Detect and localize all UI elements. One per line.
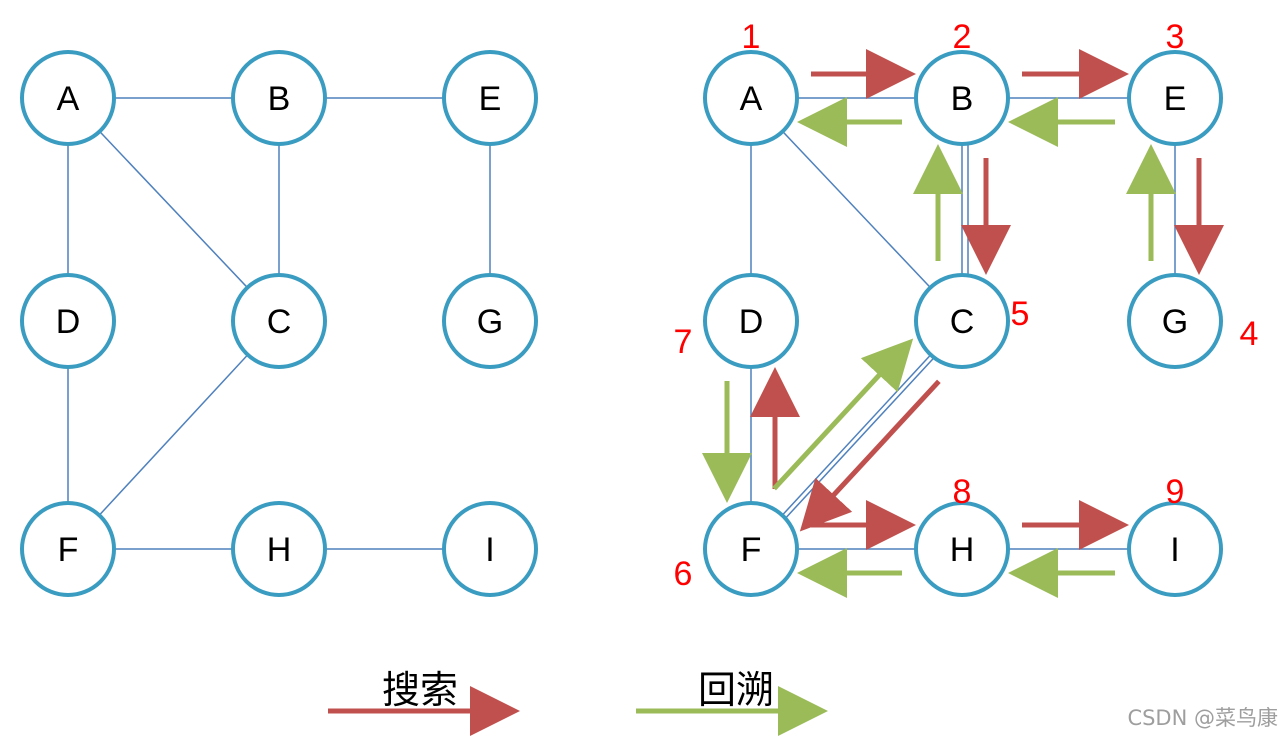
right-node-circle	[914, 50, 1010, 146]
right-node-label: D	[739, 303, 764, 341]
left-node-circle	[231, 50, 327, 146]
right-node-label: A	[740, 80, 763, 118]
visit-order-c: 5	[1011, 295, 1030, 333]
right-node-label: G	[1162, 303, 1188, 341]
right-node-b: B	[914, 50, 1010, 146]
left-node-label: B	[268, 80, 291, 118]
legend-search-label: 搜索	[382, 668, 458, 712]
right-nodes: A B E D C G F H I	[703, 50, 1223, 597]
left-node-b: B	[231, 50, 327, 146]
visit-order-a: 1	[742, 18, 761, 56]
right-node-label: C	[950, 303, 975, 341]
right-node-label: E	[1164, 80, 1187, 118]
right-node-c: C	[914, 273, 1010, 369]
legend: 搜索 回溯	[328, 668, 828, 736]
right-edge-A-C	[750, 97, 963, 322]
right-node-label: I	[1170, 531, 1179, 569]
left-node-circle	[20, 501, 116, 597]
left-node-i: I	[442, 501, 538, 597]
right-node-a: A	[703, 50, 799, 146]
left-node-circle	[442, 50, 538, 146]
visit-order-f: 6	[674, 555, 693, 593]
left-edge-C-F	[67, 320, 280, 550]
right-node-circle	[703, 50, 799, 146]
left-nodes: A B E D C G F H I	[20, 50, 538, 597]
right-node-d: D	[703, 273, 799, 369]
left-node-label: F	[58, 531, 79, 569]
left-node-g: G	[442, 273, 538, 369]
visit-order-labels: 1 2 3 4 5 6 7 8 9	[674, 18, 1259, 593]
right-node-f: F	[703, 501, 799, 597]
legend-backtrack-label: 回溯	[698, 668, 774, 712]
traversal-arrows	[702, 49, 1224, 598]
watermark: CSDN @菜鸟康	[1127, 706, 1278, 730]
left-node-circle	[231, 273, 327, 369]
left-node-circle	[231, 501, 327, 597]
left-node-a: A	[20, 50, 116, 146]
right-node-circle	[914, 273, 1010, 369]
right-edge-C-F	[750, 320, 963, 550]
left-node-label: D	[56, 303, 81, 341]
left-node-circle	[20, 50, 116, 146]
right-node-h: H	[914, 501, 1010, 597]
left-node-h: H	[231, 501, 327, 597]
backtrack-arrow-F-C	[772, 338, 914, 491]
left-node-c: C	[231, 273, 327, 369]
right-node-e: E	[1127, 50, 1223, 146]
visit-order-g: 4	[1240, 315, 1259, 353]
left-edge-A-C	[67, 97, 280, 322]
left-node-f: F	[20, 501, 116, 597]
right-node-circle	[1127, 273, 1223, 369]
right-node-circle	[1127, 50, 1223, 146]
right-node-g: G	[1127, 273, 1223, 369]
left-graph: A B E D C G F H I	[20, 50, 538, 597]
left-node-label: C	[267, 303, 292, 341]
left-node-circle	[442, 501, 538, 597]
right-node-circle	[703, 501, 799, 597]
visit-order-h: 8	[953, 473, 972, 511]
left-node-label: A	[57, 80, 80, 118]
visit-order-e: 3	[1166, 18, 1185, 56]
left-node-e: E	[442, 50, 538, 146]
left-node-d: D	[20, 273, 116, 369]
visit-order-b: 2	[953, 18, 972, 56]
left-node-circle	[442, 273, 538, 369]
right-node-label: F	[741, 531, 762, 569]
right-node-circle	[703, 273, 799, 369]
right-graph: A B E D C G F H I 1 2 3 4 5 6 7 8 9	[674, 18, 1259, 598]
right-node-label: B	[951, 80, 974, 118]
left-node-label: G	[477, 303, 503, 341]
right-node-circle	[914, 501, 1010, 597]
left-node-label: E	[479, 80, 502, 118]
left-node-label: I	[485, 531, 494, 569]
right-node-label: H	[950, 531, 975, 569]
right-node-i: I	[1127, 501, 1223, 597]
visit-order-i: 9	[1166, 473, 1185, 511]
right-node-circle	[1127, 501, 1223, 597]
left-node-circle	[20, 273, 116, 369]
left-node-label: H	[267, 531, 292, 569]
visit-order-d: 7	[674, 323, 693, 361]
search-arrow-C-F	[799, 379, 941, 532]
